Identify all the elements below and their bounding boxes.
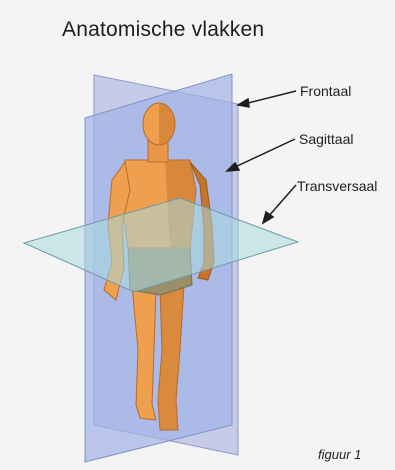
frontaal-label: Frontaal bbox=[300, 83, 351, 99]
transverse-plane bbox=[24, 198, 298, 292]
transversaal-label: Transversaal bbox=[297, 178, 377, 194]
sagittaal-arrow-line bbox=[233, 139, 295, 168]
frontaal-arrow-line bbox=[244, 91, 296, 104]
frontaal-arrow-head bbox=[238, 99, 249, 107]
transversaal-arrow-line bbox=[267, 185, 296, 218]
figure-caption: figuur 1 bbox=[318, 447, 361, 462]
sagittaal-label: Sagittaal bbox=[299, 131, 353, 147]
